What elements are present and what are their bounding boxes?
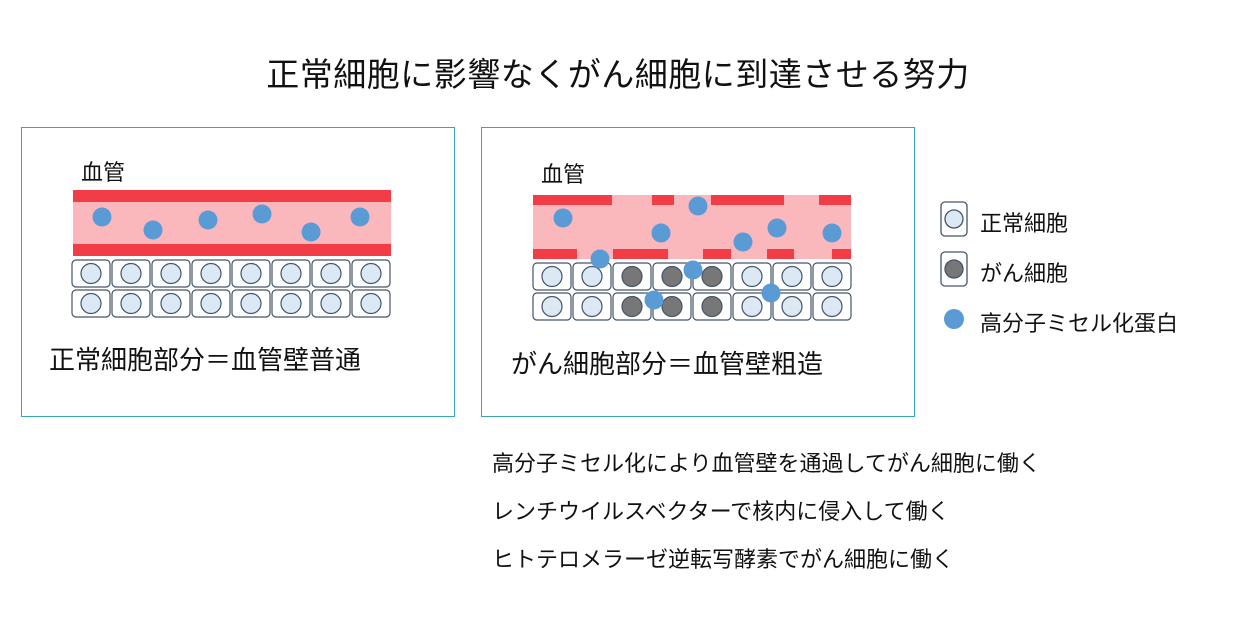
normal-nucleus — [320, 262, 342, 285]
cancer-vessel-illustration — [532, 195, 852, 321]
normal-nucleus — [280, 292, 302, 315]
vessel-wall-top-segment — [819, 195, 851, 205]
note-micelle: 高分子ミセル化により血管壁を通過してがん細胞に働く — [492, 452, 1041, 477]
micelle-protein-icon — [944, 309, 964, 329]
cancer-tissue-panel: 血管 がん細胞部分＝血管壁粗造 — [481, 127, 915, 417]
normal-nucleus — [821, 265, 843, 288]
normal-nucleus — [821, 295, 843, 318]
micelle-protein — [553, 208, 573, 228]
cancer-nucleus — [661, 265, 683, 288]
normal-nucleus — [541, 265, 563, 288]
micelle-protein — [822, 223, 842, 243]
normal-tissue-panel: 血管 正常細胞部分＝血管壁普通 — [21, 127, 455, 417]
normal-nucleus — [80, 262, 102, 285]
normal-nucleus — [320, 292, 342, 315]
normal-nucleus — [120, 262, 142, 285]
micelle-protein — [733, 232, 753, 252]
vessel-wall-bottom-segment — [767, 249, 794, 259]
micelle-protein — [350, 207, 370, 227]
vessel-wall-top-segment — [652, 195, 674, 205]
micelle-protein — [92, 207, 112, 227]
vessel-wall-bottom-segment — [832, 249, 851, 259]
normal-nucleus — [120, 292, 142, 315]
micelle-protein — [301, 222, 321, 242]
normal-nucleus — [781, 295, 803, 318]
micelle-protein — [252, 204, 272, 224]
cancer-tissue-caption: がん細胞部分＝血管壁粗造 — [511, 350, 824, 380]
cancer-nucleus — [621, 265, 643, 288]
legend-micelle-protein: 高分子ミセル化蛋白 — [940, 300, 1220, 340]
normal-nucleus — [581, 265, 603, 288]
vessel-wall-top-segment — [533, 195, 612, 205]
micelle-protein — [590, 249, 610, 269]
micelle-protein — [198, 210, 218, 230]
note-telomerase: ヒトテロメラーゼ逆転写酵素でがん細胞に働く — [492, 548, 955, 573]
normal-nucleus — [160, 262, 182, 285]
normal-nucleus — [200, 262, 222, 285]
legend-label: 正常細胞 — [980, 212, 1069, 237]
cancer-nucleus — [701, 265, 723, 288]
micelle-protein — [767, 218, 787, 238]
normal-tissue-caption: 正常細胞部分＝血管壁普通 — [49, 346, 362, 376]
micelle-protein — [688, 196, 708, 216]
legend-cancer-cell: がん細胞 — [940, 250, 1140, 290]
cancer-nucleus — [701, 295, 723, 318]
normal-nucleus — [741, 295, 763, 318]
cancer-nucleus — [621, 295, 643, 318]
normal-nucleus — [781, 265, 803, 288]
normal-nucleus — [581, 295, 603, 318]
normal-nucleus — [200, 292, 222, 315]
normal-nucleus — [160, 292, 182, 315]
micelle-protein — [644, 290, 664, 310]
legend-label: がん細胞 — [980, 262, 1069, 287]
note-lentivirus: レンチウイルスベクターで核内に侵入して働く — [492, 500, 950, 525]
vessel-label: 血管 — [541, 163, 586, 188]
vessel-wall-bottom-segment — [533, 249, 577, 259]
legend-label: 高分子ミセル化蛋白 — [980, 312, 1179, 337]
normal-nucleus — [741, 265, 763, 288]
vessel-label: 血管 — [81, 161, 126, 186]
normal-nucleus — [280, 262, 302, 285]
vessel-wall-bottom-segment — [613, 249, 668, 259]
vessel-wall-top-segment — [711, 195, 784, 205]
micelle-protein — [761, 283, 781, 303]
diagram-title: 正常細胞に影響なくがん細胞に到達させる努力 — [266, 55, 970, 94]
normal-nucleus — [240, 262, 262, 285]
cancer-nucleus — [661, 295, 683, 318]
normal-nucleus — [240, 292, 262, 315]
micelle-protein — [683, 260, 703, 280]
normal-nucleus — [541, 295, 563, 318]
normal-nucleus — [360, 292, 382, 315]
legend-normal-cell: 正常細胞 — [940, 200, 1140, 240]
vessel-wall-top — [73, 190, 391, 202]
normal-nucleus — [80, 292, 102, 315]
micelle-protein — [651, 223, 671, 243]
micelle-protein — [143, 220, 163, 240]
normal-nucleus — [360, 262, 382, 285]
normal-vessel-illustration — [71, 190, 391, 318]
vessel-wall-bottom — [73, 244, 391, 256]
vessel-wall-bottom-segment — [703, 249, 731, 259]
